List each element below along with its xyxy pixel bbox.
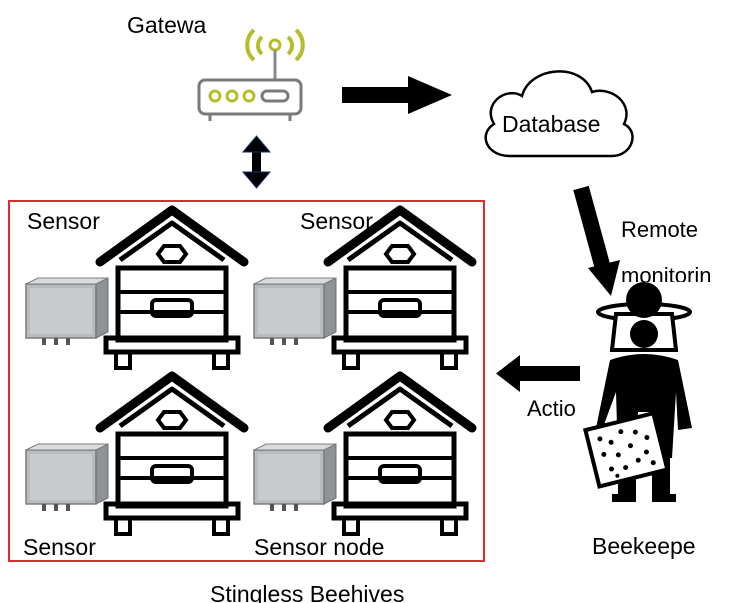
- action-label: Actio: [527, 396, 576, 421]
- remote-label: Remote: [621, 217, 699, 242]
- sensor-node-label: Sensor node: [254, 534, 385, 560]
- sensor-box-icon: [253, 277, 337, 346]
- gateway-hive-arrow: [241, 135, 272, 189]
- gateway-to-database-arrow: [342, 76, 452, 114]
- cloud-icon: [484, 70, 634, 158]
- sensor-label: Sensor: [23, 534, 96, 560]
- sensor-box-icon: [25, 277, 109, 346]
- sensor-label: Sensor: [300, 208, 373, 234]
- sensor-box-icon: [25, 443, 109, 512]
- beehive-icon: [328, 376, 472, 534]
- action-arrow: [496, 355, 580, 392]
- hive-group-label: Stingless Beehives: [210, 583, 405, 603]
- remote-monitoring-arrow: [573, 185, 620, 296]
- router-icon: [197, 28, 305, 121]
- sensor-label: Sensor: [27, 208, 100, 234]
- monitoring-clip: monitorin: [621, 262, 744, 283]
- beehive-icon: [100, 210, 244, 368]
- gateway-label: Gatewa: [127, 12, 207, 38]
- beekeeper-icon: [582, 282, 692, 502]
- hive-group-clip: Stingless Beehives: [200, 583, 460, 603]
- monitoring-label: monitorin: [621, 263, 712, 283]
- sensor-box-icon: [253, 443, 337, 512]
- hive-group-box: [8, 200, 485, 562]
- beehive-icon: [100, 376, 244, 534]
- database-label: Database: [502, 111, 601, 137]
- beekeeper-label: Beekeepe: [592, 533, 696, 559]
